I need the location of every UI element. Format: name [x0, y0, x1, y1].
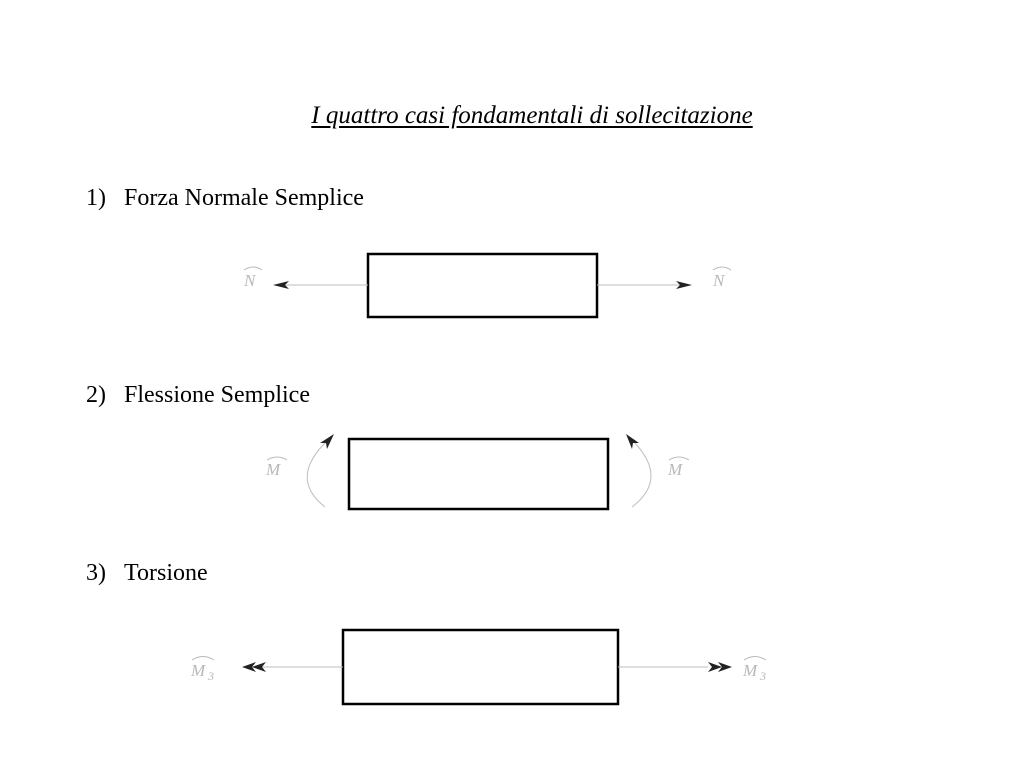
case-3-heading: 3) Torsione: [86, 558, 208, 588]
case-3-beam: [341, 628, 620, 706]
case-1-left-arrowhead-icon: [273, 281, 289, 289]
case-2-right-hat-icon: [668, 456, 690, 461]
case-1-heading: 1) Forza Normale Semplice: [86, 183, 364, 213]
case-2-left-arrowhead-icon: [320, 434, 334, 449]
case-1-right-arrowhead-icon: [676, 281, 692, 289]
case-1-left-hat-icon: [243, 266, 263, 271]
case-3-left-subscript: 3: [207, 669, 214, 683]
case-3-right-label: M: [742, 661, 758, 680]
case-1-left-label: N: [243, 271, 257, 290]
case-3-left-double-arrowhead-icon: [242, 662, 266, 672]
case-1-beam: [366, 252, 599, 319]
case-3-label: Torsione: [124, 560, 208, 586]
case-2-heading: 2) Flessione Semplice: [86, 380, 310, 410]
case-2-right-label: M: [667, 460, 683, 479]
case-2-left-label: M: [265, 460, 281, 479]
case-3-left-label: M: [190, 661, 206, 680]
case-2-left-moment-arc: [306, 439, 329, 508]
case-3-diagram: M 3 M 3: [190, 628, 767, 706]
case-2-diagram: M M: [265, 434, 690, 511]
case-1-right-label: N: [712, 271, 726, 290]
case-3-number: 3): [86, 560, 106, 586]
case-1-right-hat-icon: [712, 266, 732, 271]
case-2-number: 2): [86, 382, 106, 408]
case-2-beam: [347, 437, 610, 511]
case-2-left-hat-icon: [266, 456, 288, 461]
case-3-left-hat-icon: [191, 656, 215, 661]
case-2-label: Flessione Semplice: [124, 382, 310, 408]
case-2-right-arrowhead-icon: [626, 434, 639, 449]
case-2-right-moment-arc: [631, 439, 652, 508]
case-3-right-hat-icon: [743, 656, 767, 661]
case-3-right-subscript: 3: [759, 669, 766, 683]
case-1-number: 1): [86, 185, 106, 211]
slide-title: I quattro casi fondamentali di sollecita…: [311, 102, 753, 129]
case-3-right-double-arrowhead-icon: [708, 662, 732, 672]
case-1-label: Forza Normale Semplice: [124, 185, 364, 211]
case-1-diagram: N N: [243, 252, 732, 319]
